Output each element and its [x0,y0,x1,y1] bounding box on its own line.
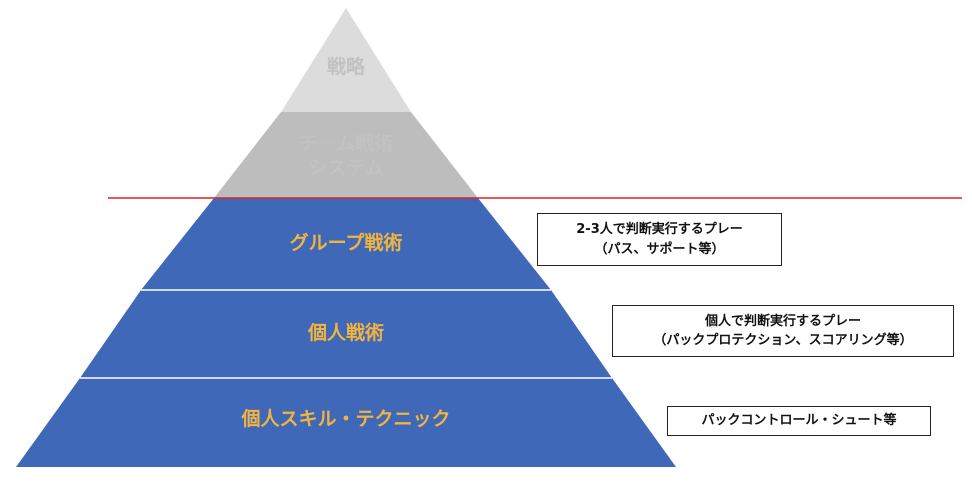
tier-team-tactics-shape [214,112,478,198]
note-group-tactics: 2-3人で判断実行するプレー （パス、サポート等） [537,213,782,266]
tier-label-individual-skill: 個人スキル・テクニック [241,408,451,430]
note-individual-tactics: 個人で判断実行するプレー （パックプロテクション、スコアリング等） [612,305,954,357]
tier-label-team-tactics-line2: システム [308,156,384,179]
tier-label-team-tactics-line1: チーム戦術 [298,133,394,155]
note-individual-skill-line1: パックコントロール・シュート等 [701,413,897,429]
note-individual-tactics-line1: 個人で判断実行するプレー [704,313,861,329]
tier-group-tactics-shape [141,198,551,290]
tier-label-strategy: 戦略 [326,56,365,78]
tier-strategy-shape [281,8,411,112]
tier-label-group-tactics: グループ戦術 [289,232,403,254]
note-group-tactics-line2: （パス、サポート等） [594,241,725,257]
tier-label-individual-tactics: 個人戦術 [307,322,384,344]
tier-individual-skill-shape [16,378,676,467]
tier-label-team-tactics: チーム戦術 システム [266,133,426,181]
note-individual-skill: パックコントロール・シュート等 [667,406,931,436]
tier-individual-tactics-shape [80,290,612,378]
note-individual-tactics-line2: （パックプロテクション、スコアリング等） [653,333,913,348]
note-group-tactics-line1: 2-3人で判断実行するプレー [576,222,743,237]
